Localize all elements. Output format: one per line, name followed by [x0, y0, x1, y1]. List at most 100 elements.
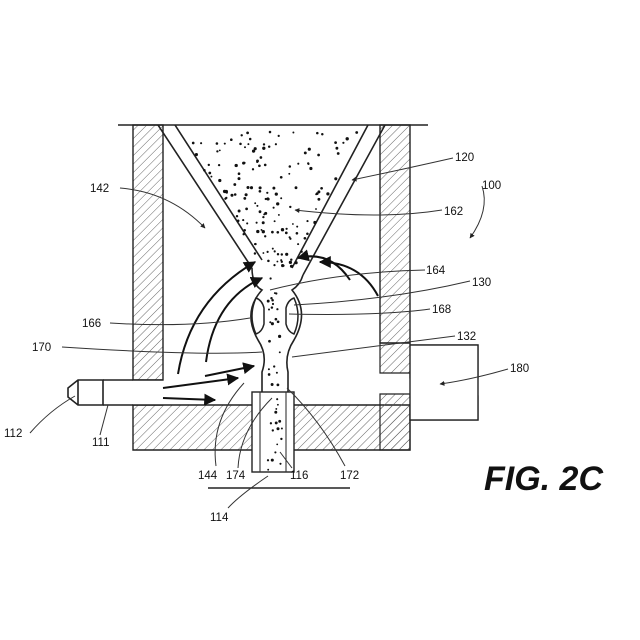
particle	[266, 192, 268, 194]
particle	[195, 153, 198, 156]
particle	[289, 165, 292, 168]
particle	[246, 222, 248, 224]
particle	[238, 210, 241, 213]
particle	[264, 164, 267, 167]
particle	[334, 141, 337, 144]
particle	[285, 232, 288, 235]
particle	[278, 214, 280, 216]
particle	[280, 197, 282, 199]
particle	[288, 173, 290, 175]
particle	[321, 133, 323, 135]
figure-label: FIG. 2C	[484, 460, 603, 498]
particle	[306, 233, 309, 236]
funnel-right-wall	[292, 125, 385, 275]
particle	[297, 243, 299, 245]
particle	[270, 422, 272, 424]
particle	[276, 202, 279, 205]
particle	[263, 213, 265, 215]
particle	[243, 229, 246, 232]
particle	[262, 216, 264, 218]
left-wall	[133, 125, 163, 380]
particle	[317, 198, 320, 201]
label-116: 116	[290, 470, 308, 482]
particle	[261, 229, 263, 231]
label-130: 130	[472, 277, 491, 289]
particle	[273, 264, 275, 266]
particle	[276, 398, 278, 400]
particle	[224, 143, 226, 145]
particle	[246, 132, 249, 135]
particle	[289, 206, 291, 208]
particle	[250, 186, 253, 189]
particle	[277, 253, 279, 255]
particle	[275, 318, 278, 321]
label-144: 144	[198, 470, 218, 482]
particle	[256, 222, 258, 224]
particle	[254, 252, 256, 254]
particle	[306, 220, 308, 222]
outlet-port	[410, 345, 478, 420]
particle	[259, 210, 262, 213]
particle	[267, 469, 269, 471]
particle	[316, 132, 319, 135]
particle	[280, 259, 282, 261]
particle	[271, 306, 273, 308]
particle	[278, 135, 280, 137]
particle	[244, 146, 246, 148]
particle	[275, 143, 277, 145]
particle	[267, 251, 269, 253]
particle	[342, 142, 344, 144]
particle	[268, 308, 270, 310]
particle	[192, 142, 195, 145]
particle	[313, 221, 316, 224]
particle	[304, 237, 307, 240]
particle	[275, 192, 278, 195]
label-100: 100	[482, 180, 501, 192]
label-120: 120	[455, 152, 474, 164]
particle	[268, 373, 271, 376]
particle	[276, 231, 279, 234]
particle	[256, 230, 259, 233]
particle	[242, 219, 244, 221]
pinch-valve-left	[252, 298, 264, 334]
particle	[275, 408, 277, 410]
particle	[296, 232, 299, 235]
particle	[274, 250, 276, 252]
particle	[297, 163, 299, 165]
particle	[243, 162, 245, 164]
particle	[239, 143, 242, 146]
particle	[256, 205, 258, 207]
particle	[236, 215, 238, 217]
particle	[264, 235, 266, 237]
particle	[200, 142, 202, 144]
particle	[259, 190, 262, 193]
particle	[262, 230, 265, 233]
particle	[273, 365, 275, 367]
particle	[276, 261, 278, 263]
label-112: 112	[4, 428, 22, 440]
particle	[279, 351, 281, 353]
particle	[235, 164, 238, 167]
particle	[276, 308, 278, 310]
particle	[259, 186, 262, 189]
particle	[275, 292, 277, 294]
particle	[254, 243, 256, 245]
particle	[267, 459, 269, 461]
particle	[289, 236, 291, 238]
particle	[267, 198, 270, 201]
particle	[208, 172, 211, 175]
particle	[315, 193, 317, 195]
particle	[274, 451, 276, 453]
particle	[265, 198, 267, 200]
inlet-nozzle	[68, 380, 103, 405]
particle	[269, 131, 272, 134]
particle	[237, 220, 240, 223]
particle	[290, 258, 292, 260]
particle	[218, 164, 220, 166]
particle	[308, 148, 311, 151]
particle	[268, 145, 270, 147]
label-172: 172	[340, 470, 359, 482]
particle	[346, 137, 349, 140]
particle	[254, 202, 256, 204]
particle	[260, 156, 263, 159]
